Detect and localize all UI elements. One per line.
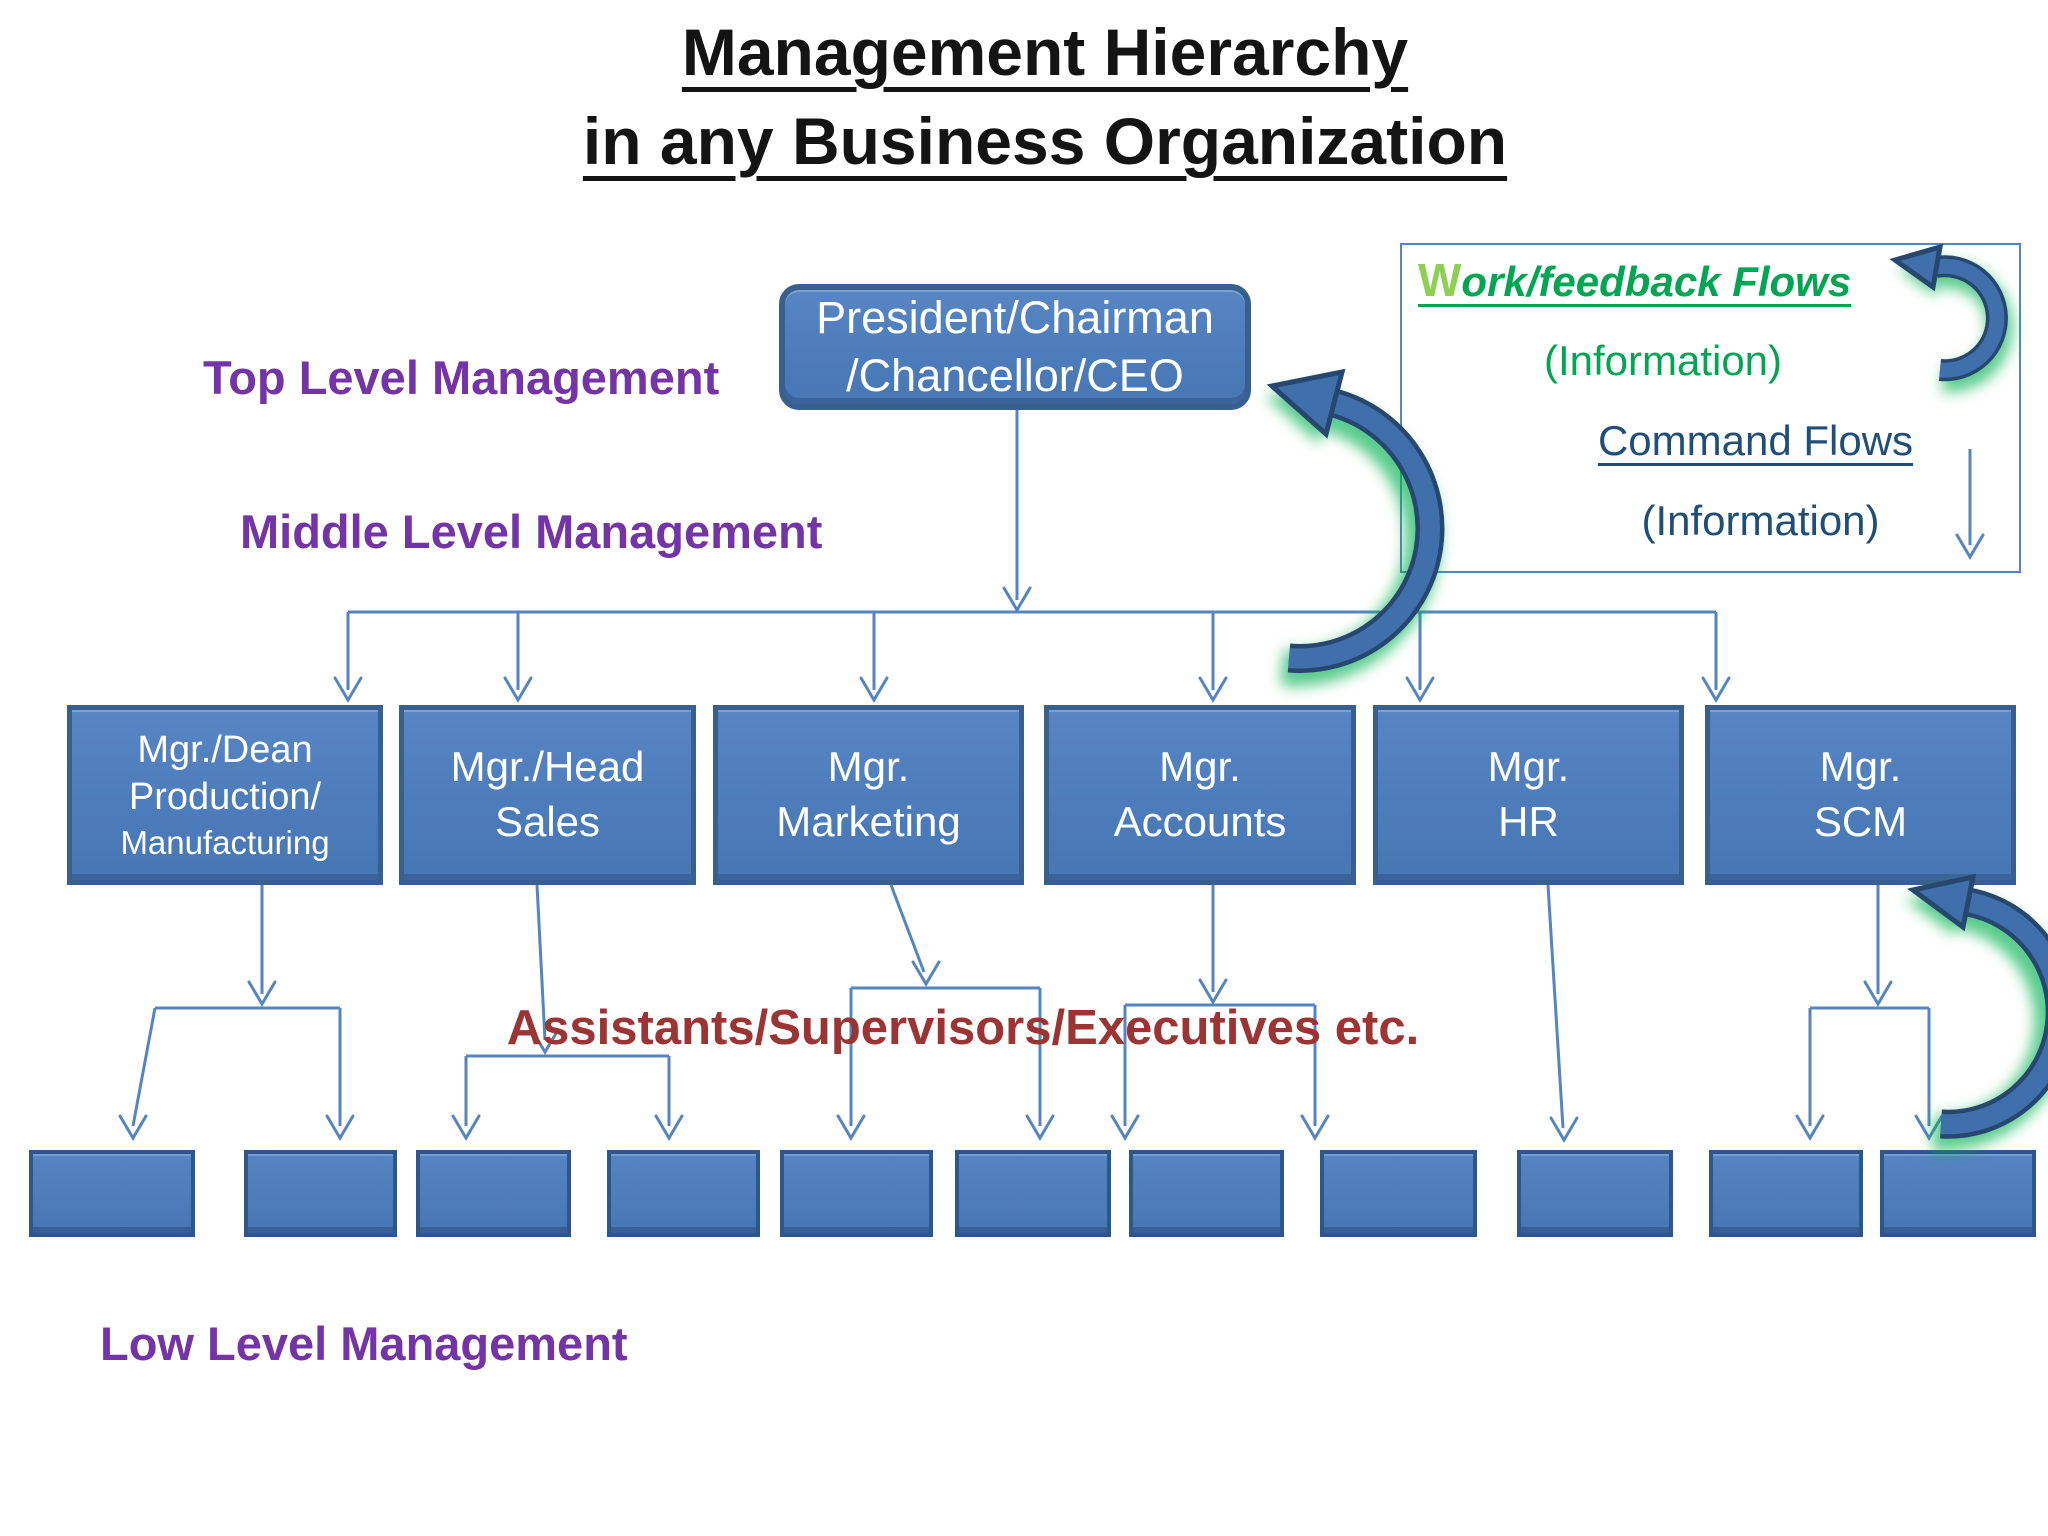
manager-box-hr: Mgr. HR [1373, 705, 1684, 885]
manager-hr-line-2: HR [1498, 798, 1559, 845]
label-middle-level: Middle Level Management [240, 505, 823, 558]
manager-box-production: Mgr./Dean Production/ Manufacturing [67, 705, 383, 885]
legend-box: Work/feedback Flows (Information) Comman… [1400, 243, 2021, 573]
marketing-subtree-lines [836, 884, 1055, 1141]
manager-accounts-line-1: Mgr. [1159, 743, 1241, 791]
manager-sales-line-1: Mgr./Head [450, 743, 645, 791]
title-line-2: in any Business Organization [582, 104, 1508, 179]
low-level-box [1709, 1150, 1863, 1237]
sales-subtree-lines [451, 884, 684, 1141]
label-low-level: Low Level Management [100, 1317, 628, 1370]
manager-box-marketing: Mgr. Marketing [713, 705, 1024, 885]
command-flows-arrow [1955, 449, 1985, 560]
manager-production-line-3: Manufacturing [120, 823, 330, 861]
hr-subtree-lines [1546, 884, 1579, 1143]
legend-work-information: (Information) [1543, 337, 1783, 384]
president-line-1: President/Chairman [816, 292, 1214, 344]
feedback-arrow-president [1265, 368, 1445, 687]
feedback-arrow-legend [1889, 243, 2013, 393]
manager-accounts-line-2: Accounts [1113, 798, 1287, 845]
accounts-subtree-lines [1110, 885, 1330, 1141]
low-level-box [780, 1150, 933, 1237]
low-level-box [244, 1150, 397, 1237]
low-level-box [1320, 1150, 1477, 1237]
manager-box-sales: Mgr./Head Sales [399, 705, 696, 885]
bus-descenders [333, 612, 1731, 703]
manager-scm-line-1: Mgr. [1819, 743, 1902, 791]
legend-work-initial: W [1418, 254, 1462, 306]
label-top-level: Top Level Management [203, 351, 720, 404]
manager-sales-line-2: Sales [494, 798, 601, 845]
manager-marketing-line-1: Mgr. [827, 743, 910, 791]
low-level-box [29, 1150, 195, 1237]
low-level-box [1129, 1150, 1284, 1237]
president-box: President/Chairman /Chancellor/CEO [779, 284, 1251, 410]
manager-scm-line-2: SCM [1813, 798, 1908, 845]
low-level-box [1517, 1150, 1673, 1237]
feedback-arrow-scm [1905, 873, 2048, 1152]
low-level-box [416, 1150, 571, 1237]
scm-subtree-lines [1795, 885, 1944, 1141]
manager-production-line-2: Production/ [128, 776, 322, 819]
legend-work-feedback-flows: Work/feedback Flows [1418, 253, 1851, 307]
manager-box-accounts: Mgr. Accounts [1044, 705, 1356, 885]
manager-marketing-line-2: Marketing [776, 798, 961, 845]
manager-production-line-1: Mgr./Dean [137, 728, 313, 771]
page-title: Management Hierarchy in any Business Org… [330, 8, 1760, 186]
legend-command-information: (Information) [1641, 497, 1880, 544]
legend-work-rest: ork/feedback Flows [1461, 258, 1852, 305]
title-line-1: Management Hierarchy [681, 15, 1409, 89]
manager-box-scm: Mgr. SCM [1705, 705, 2016, 885]
low-level-box [1880, 1150, 2036, 1237]
manager-hr-line-1: Mgr. [1487, 743, 1570, 791]
production-subtree-lines [118, 885, 355, 1141]
legend-command-flows: Command Flows [1597, 417, 1914, 464]
low-level-box [607, 1150, 760, 1237]
label-assistants: Assistants/Supervisors/Executives etc. [506, 1001, 1420, 1055]
low-level-box [955, 1150, 1111, 1237]
arrowhead-president [1002, 586, 1032, 613]
president-line-2: /Chancellor/CEO [846, 350, 1184, 401]
